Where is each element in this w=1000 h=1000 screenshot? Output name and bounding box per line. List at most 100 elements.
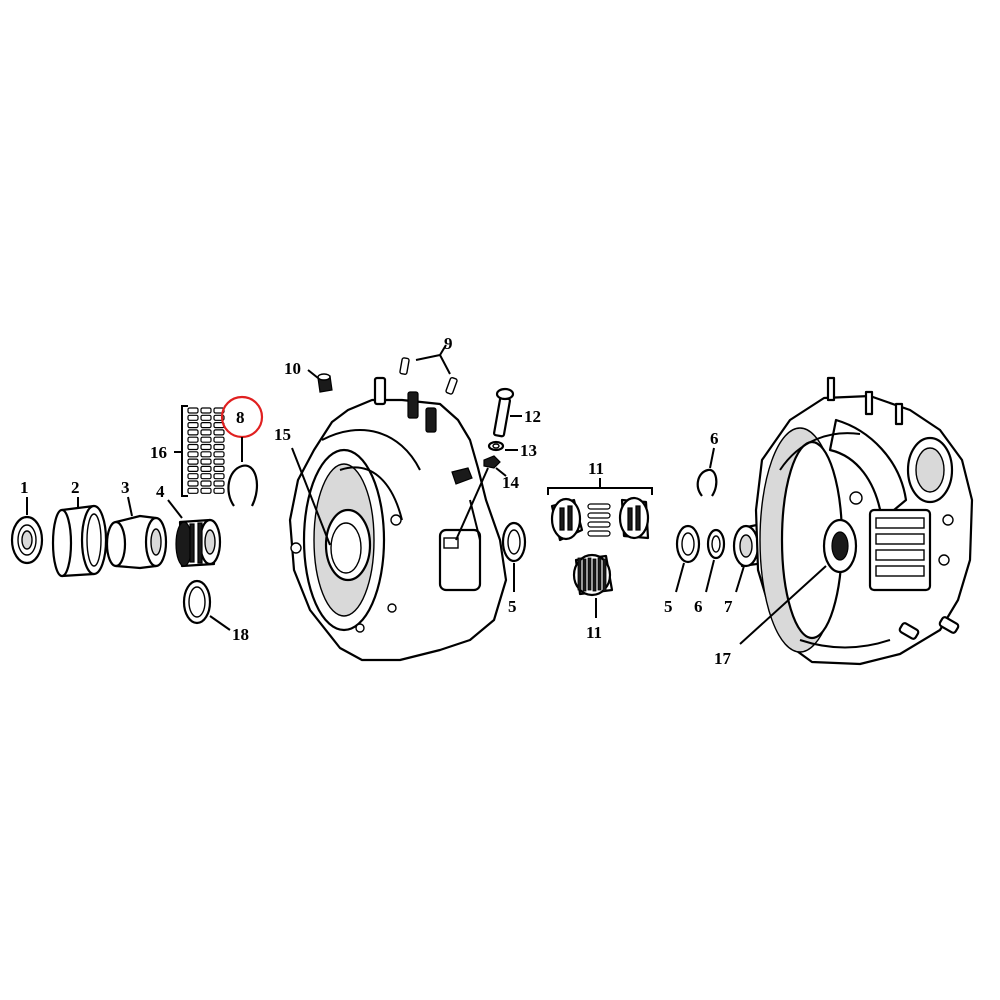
part-2-bearing-race[interactable] xyxy=(51,504,108,578)
needle-roller xyxy=(187,451,199,458)
needle-roller xyxy=(187,414,199,421)
callout-8[interactable]: 8 xyxy=(236,408,245,427)
needle-roller-grid xyxy=(187,407,225,494)
left-crankcase-half[interactable] xyxy=(288,376,508,662)
needle-roller xyxy=(187,480,199,487)
needle-roller xyxy=(187,487,199,494)
needle-roller xyxy=(200,458,212,465)
needle-roller xyxy=(200,407,212,414)
callout-10[interactable]: 10 xyxy=(284,359,301,378)
part-11-cage-halves[interactable] xyxy=(550,496,650,542)
part-8-retaining-ring[interactable] xyxy=(227,464,259,507)
needle-roller xyxy=(200,451,212,458)
leader-5b xyxy=(675,562,685,593)
needle-roller xyxy=(200,465,212,472)
needle-roller xyxy=(200,443,212,451)
callout-4[interactable]: 4 xyxy=(156,482,165,501)
callout-15[interactable]: 15 xyxy=(274,425,291,444)
leader-6b xyxy=(705,559,715,593)
part-6-snap-ring-top[interactable] xyxy=(696,468,718,497)
needle-roller xyxy=(200,480,212,487)
part-18-seal[interactable] xyxy=(182,579,212,625)
cage-needle-roller xyxy=(587,512,611,519)
callout-7[interactable]: 7 xyxy=(724,597,733,616)
needle-roller xyxy=(187,443,199,451)
bearing-slat xyxy=(582,558,587,592)
leader-4 xyxy=(167,499,183,519)
leader-15 xyxy=(291,447,331,546)
part-5-seal[interactable] xyxy=(501,521,527,563)
part-16-needle-rollers[interactable] xyxy=(181,405,225,497)
part-1-seal[interactable] xyxy=(10,515,44,565)
part-3-bushing[interactable] xyxy=(105,514,168,570)
callout-5b[interactable]: 5 xyxy=(664,597,673,616)
needle-roller xyxy=(187,407,199,414)
leader-14-to-case xyxy=(455,467,489,541)
bearing-slat xyxy=(587,557,592,591)
cage-needle-roller xyxy=(587,530,611,537)
cage-needle-roller xyxy=(587,503,611,510)
needle-roller xyxy=(187,422,199,429)
part-5-seal-right[interactable] xyxy=(675,524,701,564)
part-11-needle-bearing[interactable] xyxy=(572,553,614,597)
part-4-roller-bearing[interactable] xyxy=(175,518,222,568)
part-13-washer[interactable] xyxy=(487,440,505,452)
callout-1[interactable]: 1 xyxy=(20,478,29,497)
bearing-slat xyxy=(602,558,607,592)
cage-needle-roller xyxy=(587,521,611,528)
callout-17[interactable]: 17 xyxy=(714,649,732,668)
part-9-dowel-pins[interactable] xyxy=(399,357,458,395)
needle-roller xyxy=(213,465,225,472)
leader-14 xyxy=(495,467,507,477)
needle-roller xyxy=(187,436,199,443)
leader-17 xyxy=(739,565,827,645)
needle-bearing-slats xyxy=(577,557,607,592)
callout-11b[interactable]: 11 xyxy=(586,623,602,642)
part-6-snap-ring-lower[interactable] xyxy=(706,528,726,560)
needle-roller xyxy=(213,443,225,451)
callout-12[interactable]: 12 xyxy=(524,407,541,426)
leader-6a xyxy=(709,447,715,469)
leader-18 xyxy=(209,615,231,631)
right-crankcase-half[interactable] xyxy=(754,376,974,666)
needle-roller xyxy=(187,473,199,480)
callout-11a[interactable]: 11 xyxy=(588,459,604,478)
needle-roller xyxy=(200,429,212,436)
needle-roller xyxy=(200,487,212,494)
part-10-plug[interactable] xyxy=(317,373,333,393)
callout-5a[interactable]: 5 xyxy=(508,597,517,616)
leader-3 xyxy=(127,496,133,517)
leader-9 xyxy=(415,344,451,375)
needle-roller xyxy=(187,465,199,472)
needle-roller xyxy=(213,480,225,487)
needle-roller xyxy=(213,473,225,480)
callout-6a[interactable]: 6 xyxy=(710,429,719,448)
leader-7 xyxy=(735,565,745,593)
callout-14[interactable]: 14 xyxy=(502,473,520,492)
callout-16[interactable]: 16 xyxy=(150,443,167,462)
callout-2[interactable]: 2 xyxy=(71,478,80,497)
cage-needle-rollers xyxy=(587,503,611,537)
needle-roller xyxy=(200,422,212,429)
needle-roller xyxy=(213,487,225,494)
needle-roller xyxy=(187,458,199,465)
callout-18[interactable]: 18 xyxy=(232,625,249,644)
needle-roller xyxy=(200,414,212,421)
leader-10 xyxy=(307,369,319,379)
needle-roller xyxy=(213,458,225,465)
bearing-slat xyxy=(577,557,582,591)
part-14-nut[interactable] xyxy=(483,455,501,469)
callout-13[interactable]: 13 xyxy=(520,441,537,460)
needle-roller xyxy=(187,429,199,436)
needle-roller xyxy=(200,473,212,480)
callout-6b[interactable]: 6 xyxy=(694,597,703,616)
needle-roller xyxy=(213,436,225,443)
needle-roller xyxy=(213,451,225,458)
callout-9[interactable]: 9 xyxy=(444,334,453,353)
bearing-slat xyxy=(592,558,597,592)
callout-3[interactable]: 3 xyxy=(121,478,130,497)
bracket-11 xyxy=(547,487,653,495)
part-12-bolt[interactable] xyxy=(492,387,515,438)
needle-roller xyxy=(213,429,225,436)
